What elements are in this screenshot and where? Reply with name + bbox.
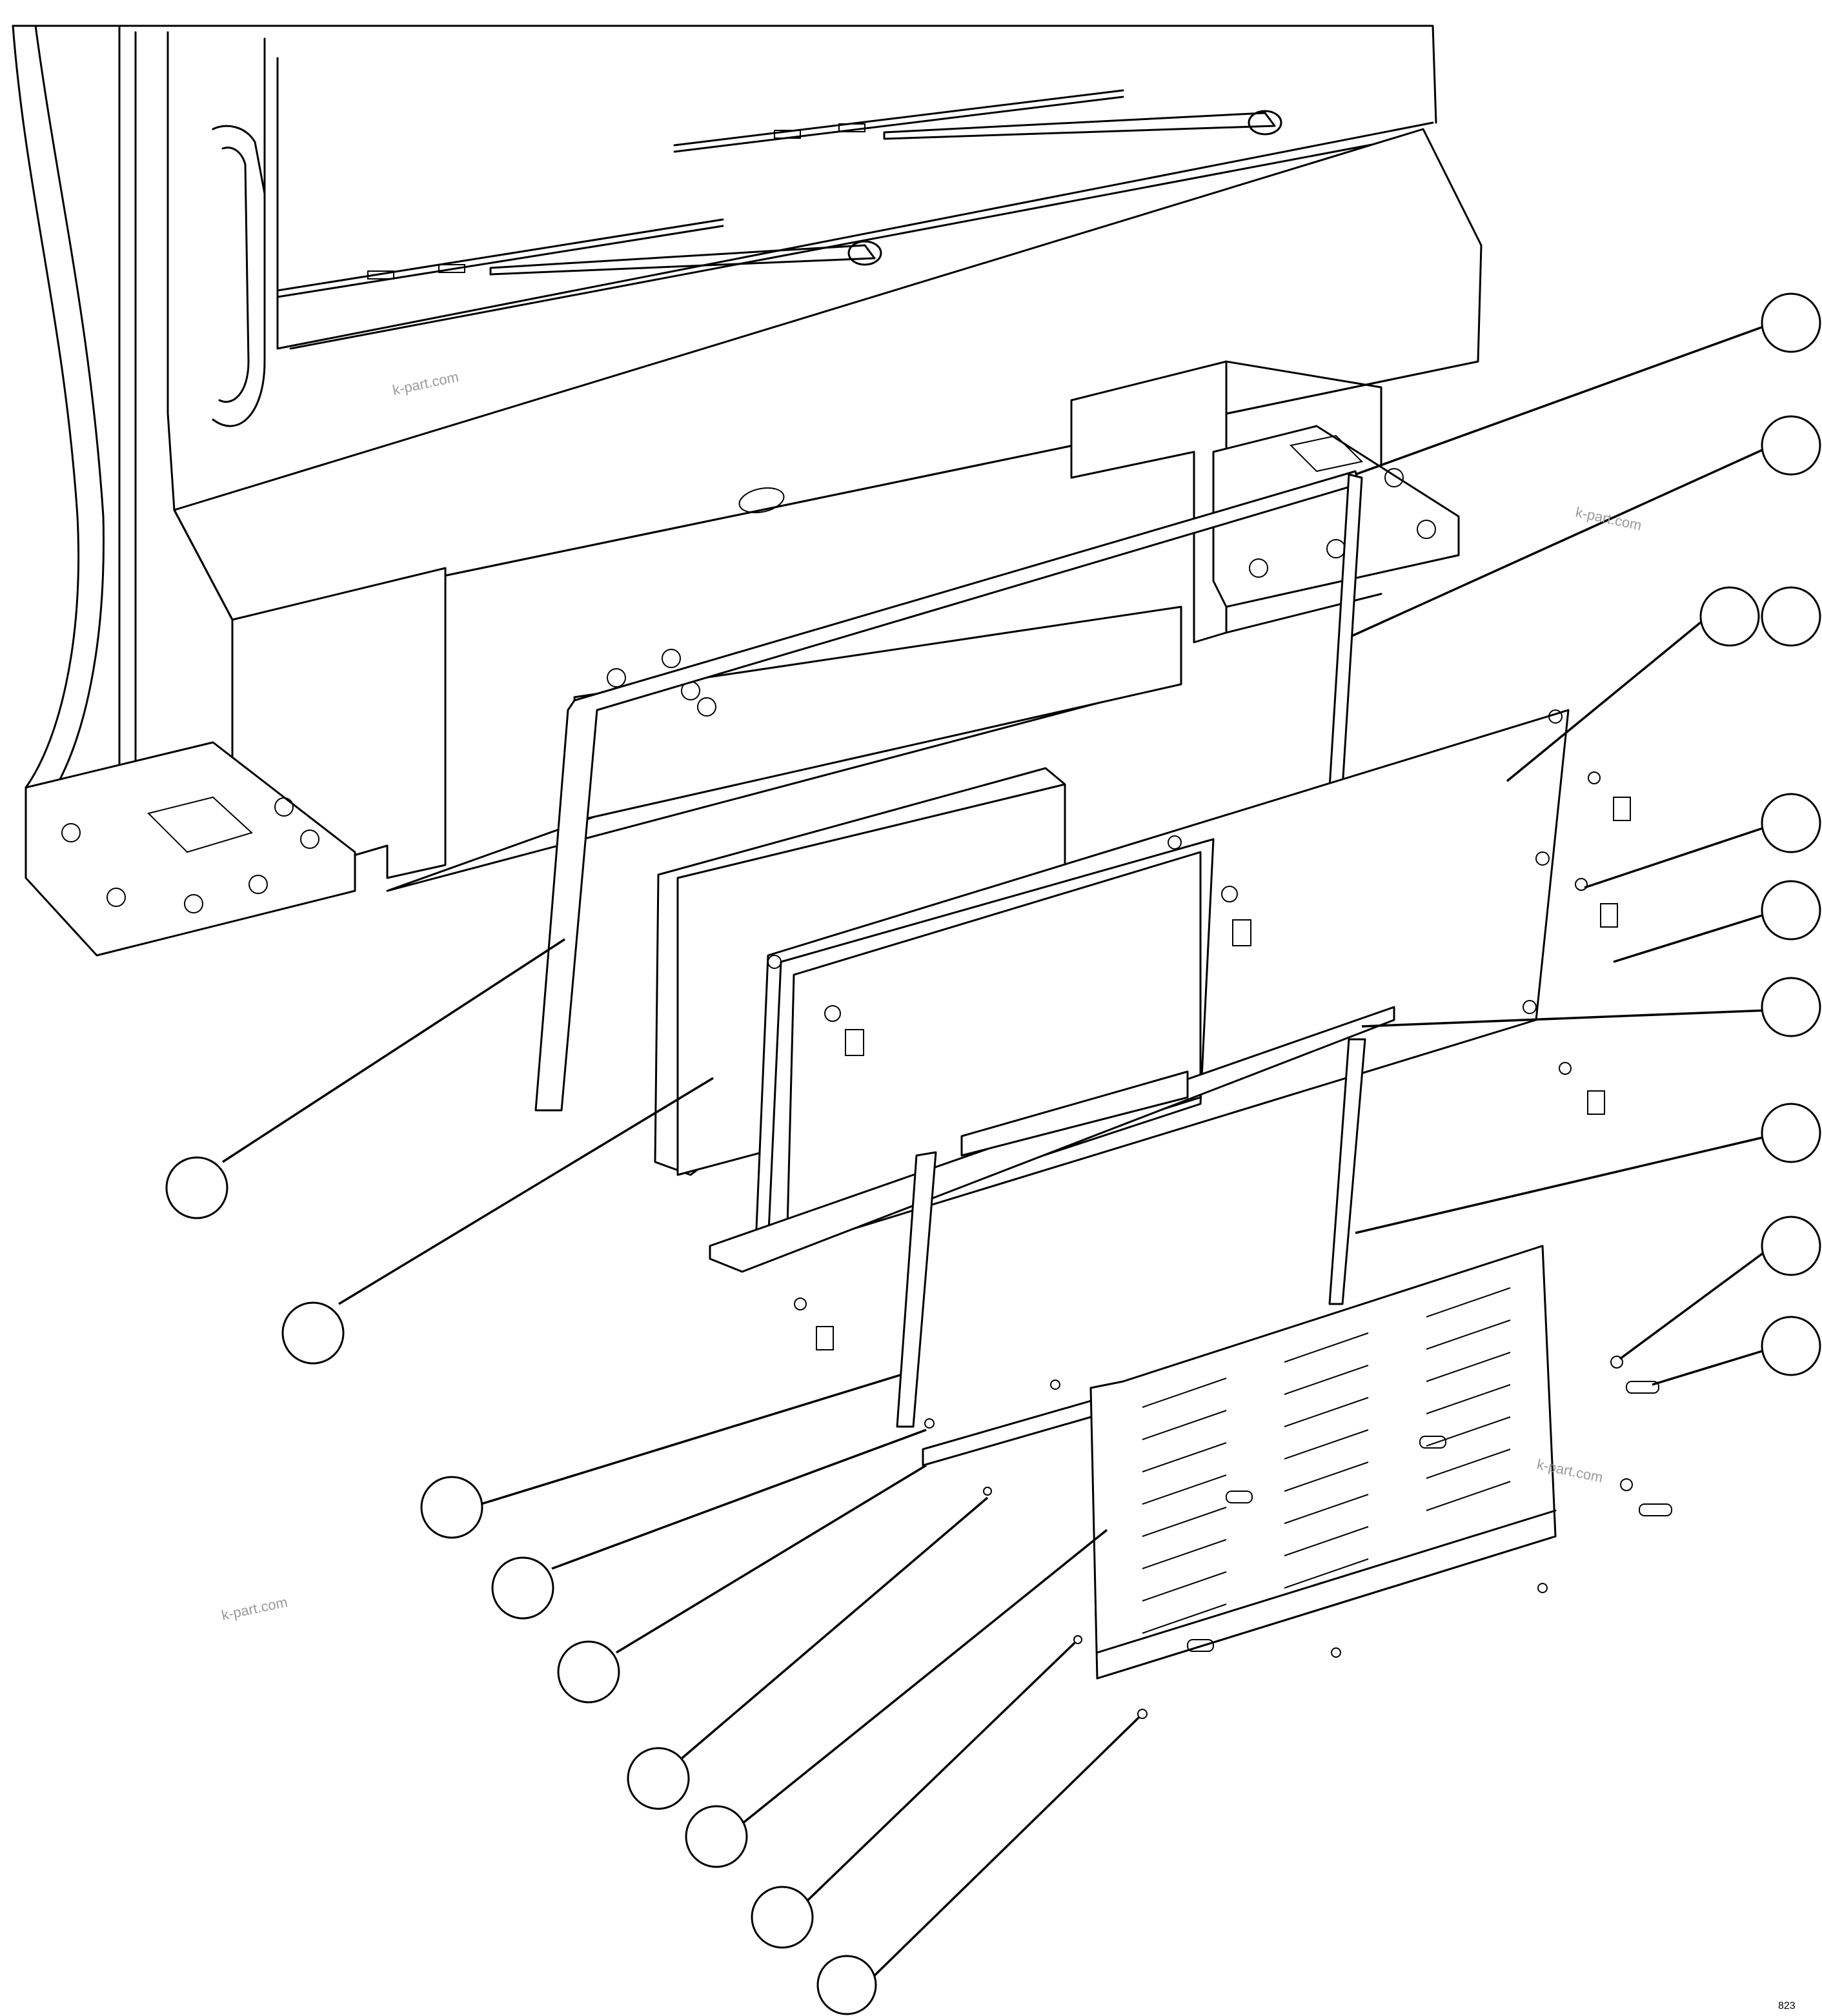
callout-circle [627, 1747, 690, 1810]
leader-line [867, 1716, 1140, 1983]
leader-line [1652, 1348, 1769, 1386]
callout-circle [1761, 586, 1821, 647]
leader-line [1584, 825, 1769, 889]
leader-line [338, 1077, 714, 1305]
callout-circle [1761, 415, 1821, 476]
callout-circle [420, 1476, 483, 1539]
callout-circle [491, 1556, 554, 1620]
leader-line [480, 1374, 901, 1505]
leader-line [1355, 1135, 1769, 1234]
callout-circle [557, 1640, 620, 1704]
leader-line [551, 1429, 927, 1570]
leader-line [1506, 618, 1705, 782]
leader-line [616, 1464, 927, 1654]
leader-line [802, 1642, 1076, 1906]
callout-circle [751, 1886, 814, 1949]
leader-line [741, 1529, 1108, 1825]
callout-circle [1761, 1316, 1821, 1376]
callout-circle [1761, 1216, 1821, 1276]
watermark-text: k-part.com [391, 369, 460, 398]
leader-line [1613, 912, 1769, 963]
callout-circle [1761, 977, 1821, 1037]
callout-circle [1761, 1103, 1821, 1163]
watermark-text: k-part.com [220, 1594, 289, 1624]
leader-line [1351, 447, 1766, 637]
louvered-grille [1089, 1245, 1557, 1680]
callout-circle [1761, 880, 1821, 941]
callout-circle [685, 1805, 748, 1868]
callout-circle [1761, 292, 1821, 353]
loose-hardware [794, 771, 1672, 1719]
leader-line [1355, 325, 1766, 476]
leader-line [680, 1496, 989, 1760]
callout-circle [1761, 793, 1821, 853]
grille-louvers [1142, 1287, 1511, 1634]
chassis-brackets [25, 425, 1460, 957]
page-code: 823 [1778, 2001, 1796, 2011]
lower-strips [896, 1038, 1366, 1467]
callout-circle [1699, 586, 1760, 647]
callout-circle [281, 1301, 345, 1365]
windshield-wipers [276, 89, 1282, 298]
leader-line [222, 938, 565, 1163]
callout-circle [165, 1156, 228, 1219]
middle-cover-panel [709, 709, 1570, 1273]
callout-circle [816, 1955, 877, 2015]
callouts [165, 292, 1821, 2015]
leader-line [1361, 1009, 1769, 1028]
leader-line [1619, 1248, 1770, 1360]
